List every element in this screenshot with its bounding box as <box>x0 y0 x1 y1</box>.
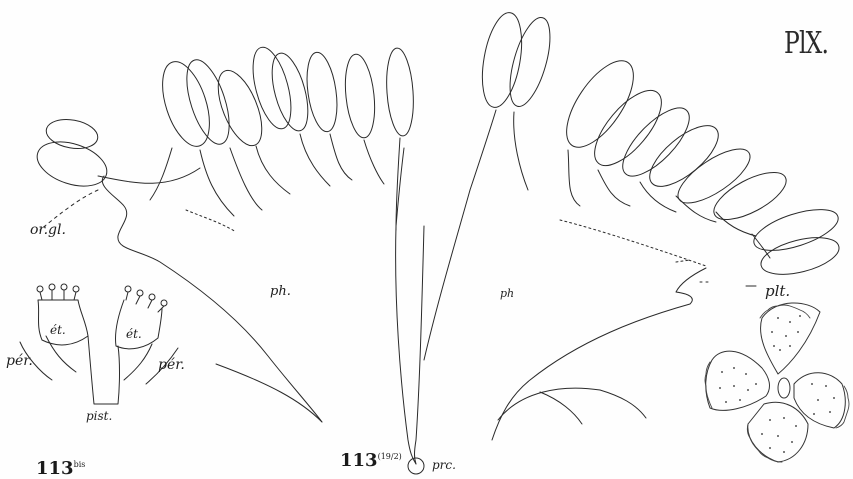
figure-113-number: 113 <box>340 450 378 471</box>
figure-number-113-bis: 113bis <box>36 458 85 479</box>
label-or-gl: or.gl. <box>30 223 66 237</box>
left-oval-cluster <box>32 43 416 232</box>
label-ph-left: ph. <box>270 285 291 298</box>
oval-l8 <box>303 50 342 133</box>
oval-r9 <box>749 201 843 259</box>
oval-r2 <box>502 13 558 110</box>
oval-l9 <box>342 53 379 139</box>
label-et-left: ét. <box>50 324 66 336</box>
figure-113-bis-number: 113 <box>36 458 74 479</box>
oval-r5 <box>612 98 699 186</box>
fig-113-bis-drawing <box>20 284 178 404</box>
figure-number-113: 113(19/2) <box>340 450 402 471</box>
receptacle <box>408 458 424 474</box>
label-prc: prc. <box>432 459 456 471</box>
label-plt: plt. <box>765 284 790 299</box>
oval-l2 <box>32 134 113 194</box>
label-ph-right: ph <box>500 288 514 299</box>
oval-r4 <box>583 80 673 176</box>
oval-l5 <box>209 65 270 152</box>
plate-number: PlX. <box>784 26 828 61</box>
oval-r7 <box>670 139 758 213</box>
label-pist: pist. <box>86 410 112 422</box>
oval-l6 <box>246 43 299 132</box>
figure-113-fraction: (19/2) <box>378 452 402 461</box>
figure-113-bis-suffix: bis <box>74 460 86 469</box>
right-gland <box>424 190 756 440</box>
oval-l1 <box>44 116 100 153</box>
label-et-right: ét. <box>126 328 142 340</box>
label-per-left: pér. <box>6 354 33 368</box>
central-stalk <box>396 148 424 474</box>
oval-l10 <box>384 47 416 137</box>
label-per-right: pér. <box>158 358 185 372</box>
left-gland <box>40 176 322 422</box>
cross-section <box>705 303 849 462</box>
oval-r10 <box>757 231 842 281</box>
oval-r1 <box>476 10 528 111</box>
